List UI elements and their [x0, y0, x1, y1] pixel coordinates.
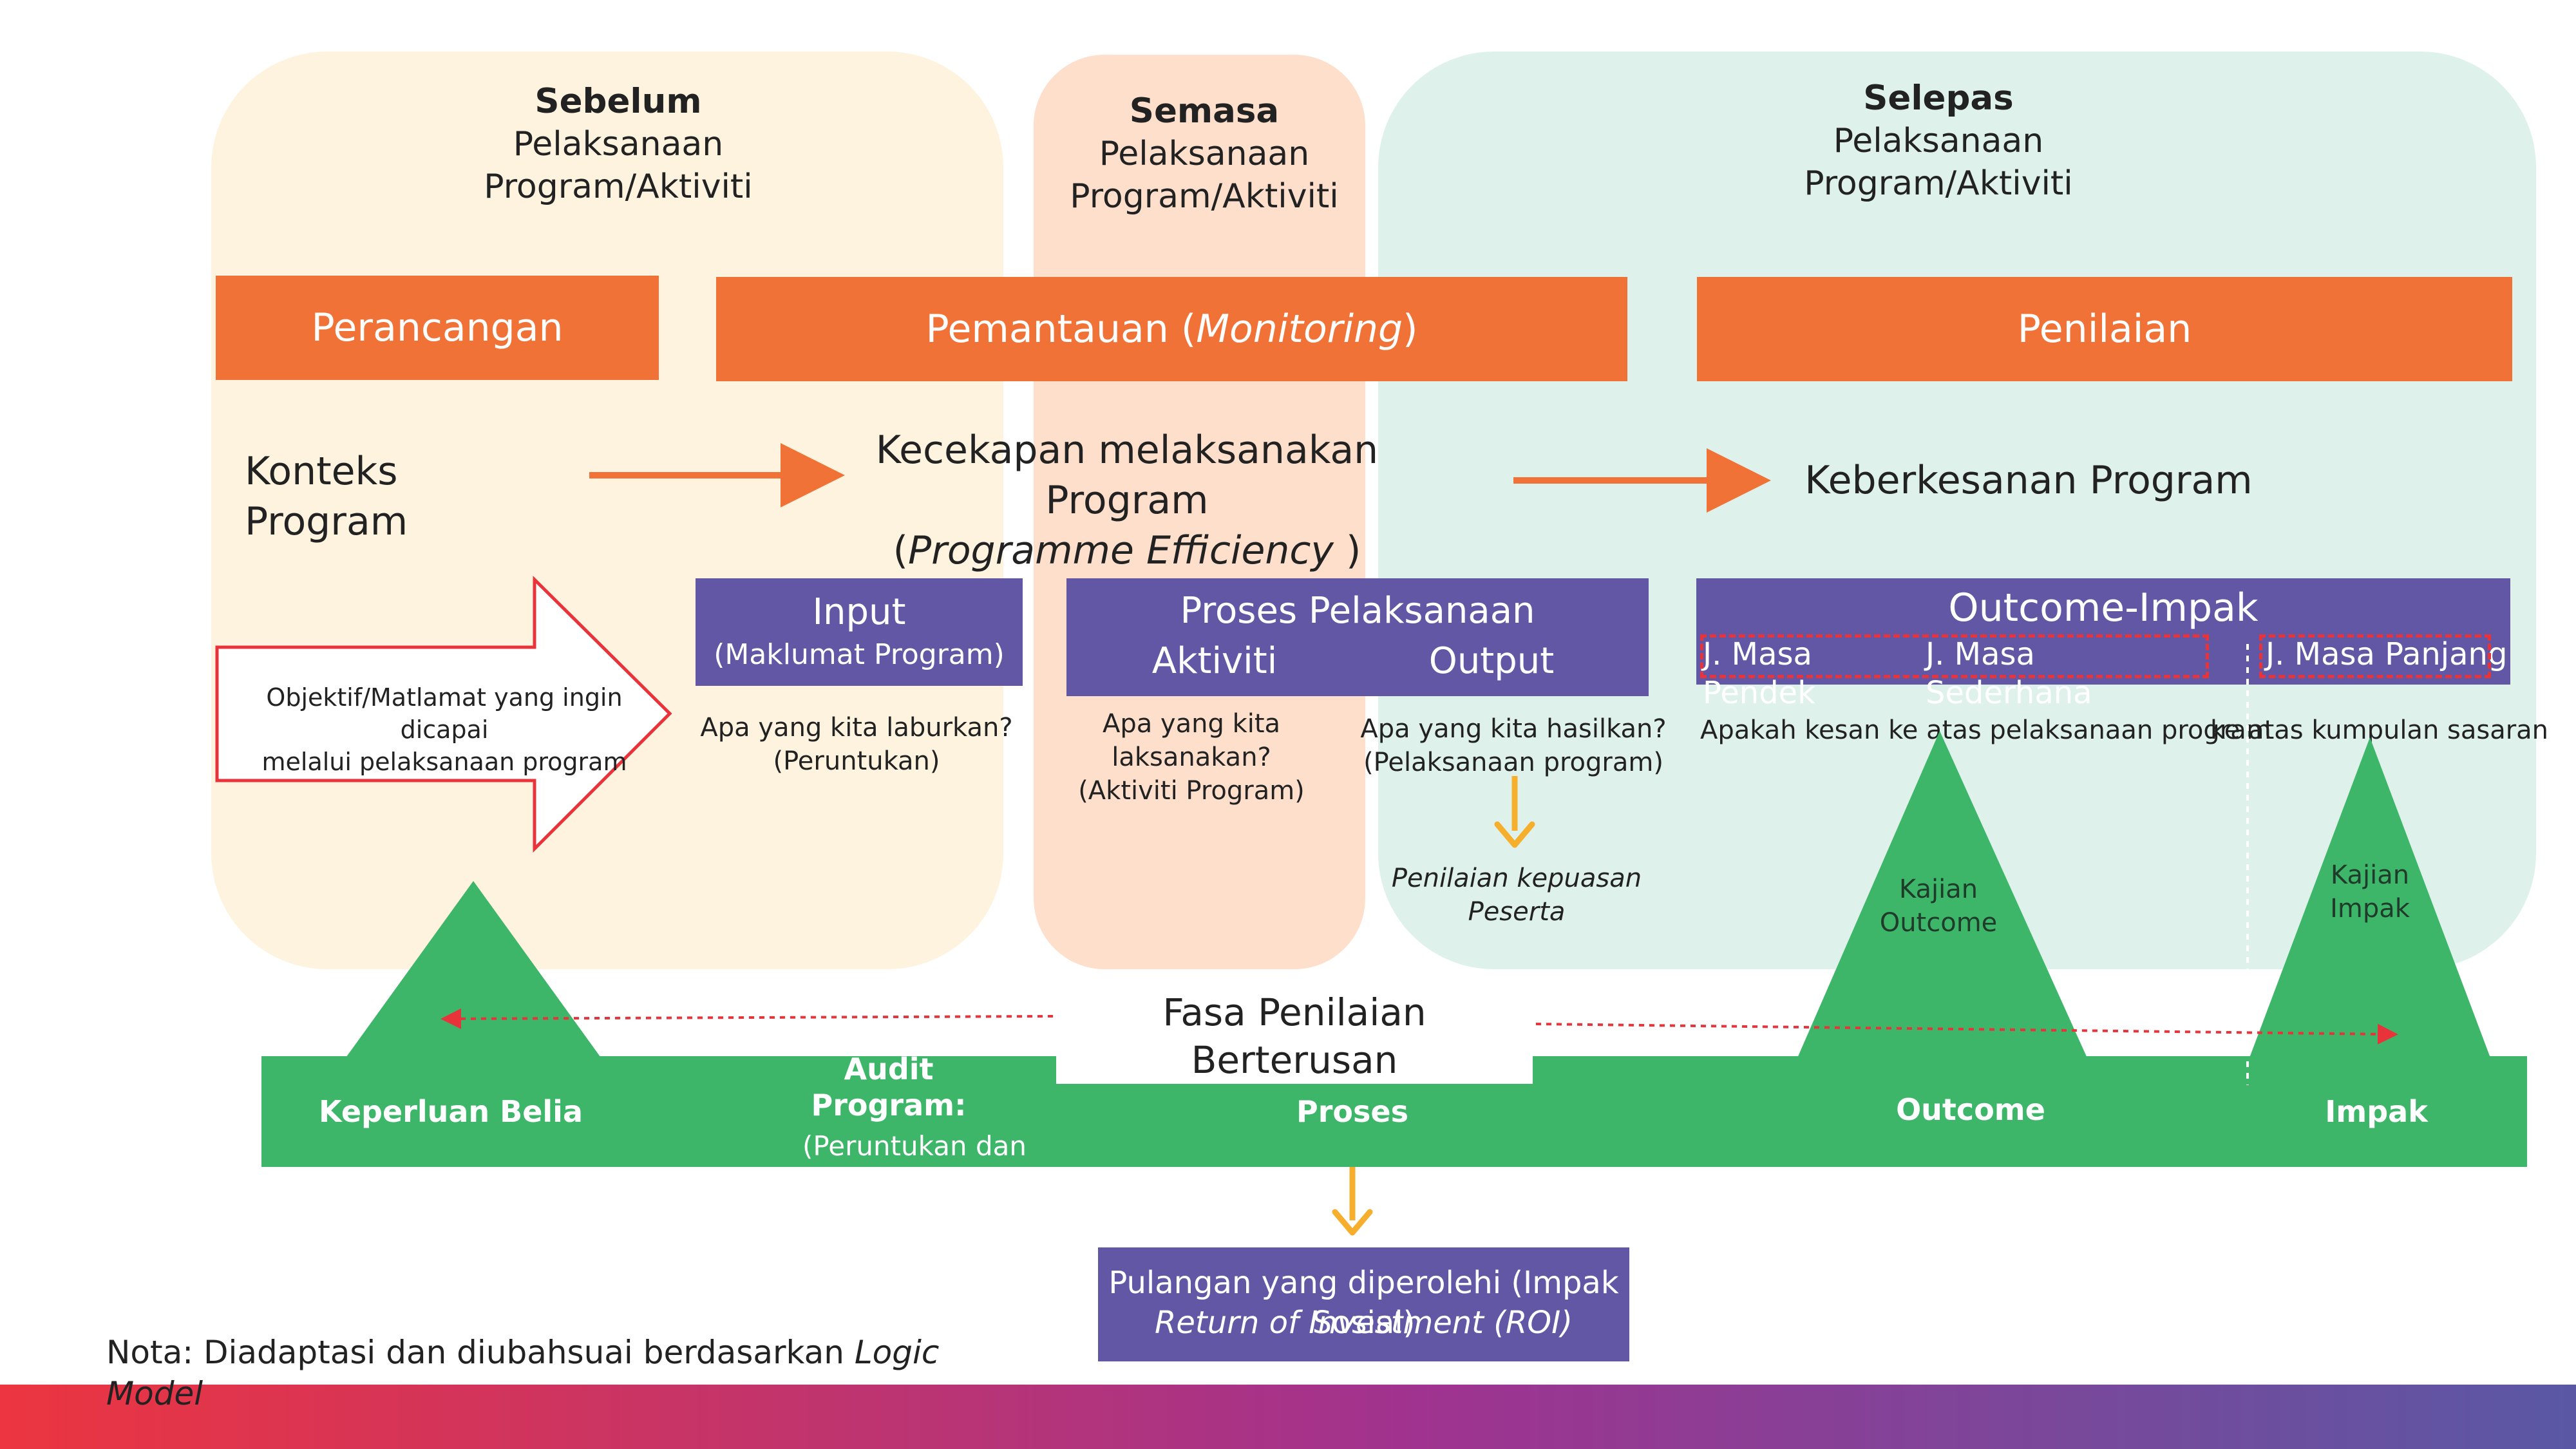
outcome-triangle	[1797, 731, 2088, 1059]
outcome-question-right: ke atas kumpulan sasaran	[2210, 715, 2549, 745]
audit-subtitle: (Peruntukan dan Perbelanjaan)	[802, 1130, 1027, 1195]
footnote: Nota: Diadaptasi dan diubahsuai berdasar…	[106, 1334, 940, 1412]
program-efficiency-label: Kecekapan melaksanakan Program (Programm…	[875, 428, 1379, 573]
phase-during-heading: Semasa Pelaksanaan Program/Aktiviti	[1070, 91, 1339, 216]
process-label: Proses	[1296, 1094, 1408, 1129]
footer-gradient-band	[0, 1385, 2576, 1449]
phase-during-panel	[1034, 55, 1365, 969]
roi-box: Pulangan yang diperolehi (Impak Sosial) …	[1098, 1247, 1629, 1361]
input-question: Apa yang kita laburkan?(Peruntukan)	[700, 713, 1013, 776]
continuous-evaluation-label: Fasa Penilaian Berterusan	[1056, 989, 1533, 1084]
activity-label: Aktiviti	[1151, 640, 1278, 682]
evaluation-bar: Penilaian	[1697, 277, 2512, 381]
output-question: Apa yang kita hasilkan?(Pelaksanaan prog…	[1360, 714, 1667, 777]
phase-before-heading: Sebelum Pelaksanaan Program/Aktiviti	[484, 82, 753, 206]
planning-bar: Perancangan	[216, 276, 659, 380]
activity-question: Apa yang kita laksanakan?(Aktiviti Progr…	[1078, 709, 1305, 806]
program-effectiveness-label: Keberkesanan Program	[1804, 458, 2253, 503]
objective-arrow	[215, 576, 672, 853]
monitoring-bar: Pemantauan (Monitoring)	[716, 277, 1627, 381]
input-title: Input	[812, 591, 906, 633]
roi-line2: Return of Investment (ROI)	[1155, 1305, 1573, 1341]
program-context-label: Konteks Program	[245, 449, 408, 544]
phase-before-panel	[211, 52, 1003, 969]
process-box: Proses Pelaksanaan Aktiviti Output	[1066, 578, 1649, 696]
long-term-frame	[2259, 634, 2491, 678]
process-title: Proses Pelaksanaan	[1180, 590, 1535, 632]
outcome-impact-title: Outcome-Impak	[1948, 585, 2259, 630]
continuous-arrow-right	[1535, 1023, 2398, 1045]
impact-triangle	[2249, 737, 2491, 1059]
roi-line1: Pulangan yang diperolehi (Impak Sosial)	[1108, 1265, 1619, 1341]
outcome-impact-box: Outcome-Impak J. Masa Pendek J. Masa Sed…	[1696, 578, 2510, 711]
output-label: Output	[1428, 640, 1555, 682]
continuous-arrow-left	[440, 1008, 1054, 1029]
input-box: Input (Maklumat Program)	[696, 578, 1023, 686]
outcome-label: Outcome	[1896, 1092, 2045, 1127]
short-term-label: J. Masa Pendek	[1703, 636, 1815, 711]
impact-label: Impak	[2325, 1094, 2428, 1129]
needs-triangle	[345, 881, 602, 1059]
phase-after-heading: Selepas Pelaksanaan Program/Aktiviti	[1804, 79, 2073, 203]
long-term-label: J. Masa Panjang	[2266, 636, 2508, 672]
outcome-question-left: Apakah kesan ke atas pelaksanaan program	[1700, 715, 2271, 745]
short-medium-term-frame	[1700, 634, 2209, 678]
youth-needs-label: Keperluan Belia	[318, 1094, 583, 1129]
input-subtitle: (Maklumat Program)	[714, 638, 1005, 671]
medium-term-label: J. Masa Sederhana	[1926, 636, 2092, 711]
